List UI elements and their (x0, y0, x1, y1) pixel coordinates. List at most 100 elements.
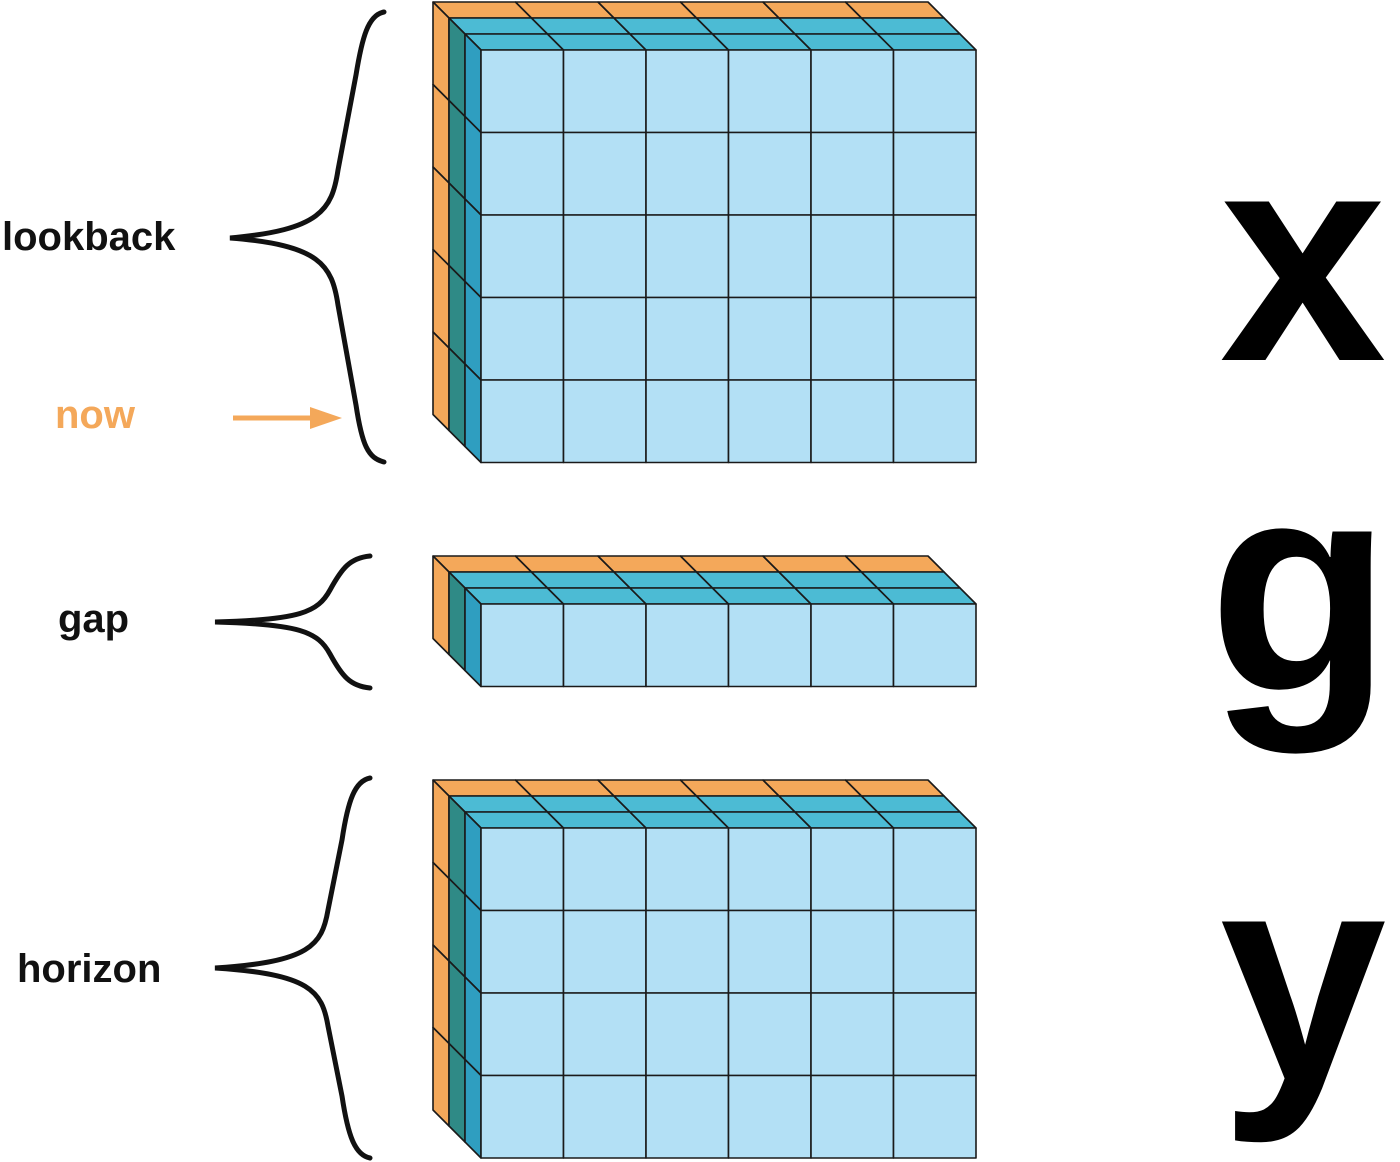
cube-side-face (448, 347, 466, 448)
cube-top-face (876, 811, 977, 829)
cube-top-face (514, 555, 615, 573)
cube-top-face (794, 587, 895, 605)
cube-front-face (810, 992, 895, 1077)
cube-side-face (432, 83, 450, 184)
cube-side-face (448, 99, 466, 200)
cube-side-face (464, 1058, 482, 1159)
cube-top-face (613, 17, 714, 35)
cube-front-face (810, 1074, 895, 1159)
cube-front-face (480, 603, 565, 688)
cube-side-face (464, 893, 482, 994)
cube-top-face (679, 1, 780, 19)
cube-front-face (645, 1074, 730, 1159)
cube-top-face (597, 779, 698, 797)
cube-side-face (448, 1042, 466, 1143)
y-variable-label: y (1220, 808, 1389, 1146)
cube-side-face (432, 1, 450, 102)
cube-top-face (613, 795, 714, 813)
cube-front-face (645, 909, 730, 994)
cube-side-face (448, 182, 466, 283)
cube-side-face (432, 1026, 450, 1127)
cube-side-face (464, 115, 482, 216)
cube-front-face (727, 214, 812, 299)
cube-front-face (645, 49, 730, 134)
cube-side-face (464, 363, 482, 464)
cube-side-face (448, 795, 466, 896)
g-block (432, 555, 977, 688)
cube-top-face (597, 1, 698, 19)
cube-top-face (432, 779, 533, 797)
x-variable-label: x (1220, 88, 1389, 424)
cube-top-face (448, 17, 549, 35)
y-block (432, 779, 977, 1159)
cube-front-face (810, 49, 895, 134)
lookback-brace (229, 9, 387, 465)
cube-top-face (546, 811, 647, 829)
cube-top-face (679, 555, 780, 573)
cube-top-face (778, 795, 879, 813)
cube-front-face (810, 603, 895, 688)
cube-top-face (514, 1, 615, 19)
cube-top-face (844, 555, 945, 573)
cube-side-face (448, 264, 466, 365)
cube-top-face (514, 779, 615, 797)
cube-front-face (810, 827, 895, 912)
cube-top-face (432, 555, 533, 573)
cube-front-face (562, 214, 647, 299)
cube-top-face (794, 33, 895, 51)
cube-side-face (464, 587, 482, 688)
cube-front-face (562, 379, 647, 464)
cube-front-face (645, 214, 730, 299)
cube-front-face (727, 379, 812, 464)
gap-label: gap (58, 597, 129, 641)
cube-front-face (727, 296, 812, 381)
cube-top-face (530, 795, 631, 813)
cube-top-face (679, 779, 780, 797)
cube-front-face (892, 379, 977, 464)
cube-top-face (530, 571, 631, 589)
cube-front-face (727, 1074, 812, 1159)
cube-side-face (448, 571, 466, 672)
cube-side-face (432, 555, 450, 656)
cube-front-face (480, 214, 565, 299)
g-variable-label: g (1208, 418, 1391, 756)
cube-front-face (892, 296, 977, 381)
cube-front-face (727, 909, 812, 994)
cube-front-face (562, 1074, 647, 1159)
cube-side-face (464, 33, 482, 134)
cube-top-face (546, 33, 647, 51)
cube-front-face (480, 379, 565, 464)
cube-top-face (613, 571, 714, 589)
cube-front-face (480, 131, 565, 216)
cube-top-face (464, 587, 565, 605)
cube-top-face (629, 33, 730, 51)
cube-front-face (892, 909, 977, 994)
cube-front-face (892, 827, 977, 912)
cube-front-face (480, 49, 565, 134)
cube-front-face (480, 296, 565, 381)
cube-front-face (562, 296, 647, 381)
cube-top-face (711, 587, 812, 605)
cube-front-face (892, 992, 977, 1077)
cube-top-face (464, 811, 565, 829)
cube-front-face (562, 131, 647, 216)
cube-front-face (562, 827, 647, 912)
cube-front-face (810, 909, 895, 994)
cube-top-face (844, 1, 945, 19)
cube-top-face (546, 587, 647, 605)
cube-front-face (562, 992, 647, 1077)
cube-top-face (629, 587, 730, 605)
cube-front-face (562, 603, 647, 688)
cube-front-face (480, 827, 565, 912)
cube-front-face (480, 992, 565, 1077)
now-arrow (233, 407, 342, 429)
cube-front-face (810, 296, 895, 381)
cube-front-face (562, 49, 647, 134)
cube-front-face (727, 603, 812, 688)
cube-side-face (432, 248, 450, 349)
cube-front-face (645, 992, 730, 1077)
cube-side-face (432, 944, 450, 1045)
cube-top-face (464, 33, 565, 51)
cube-top-face (695, 571, 796, 589)
